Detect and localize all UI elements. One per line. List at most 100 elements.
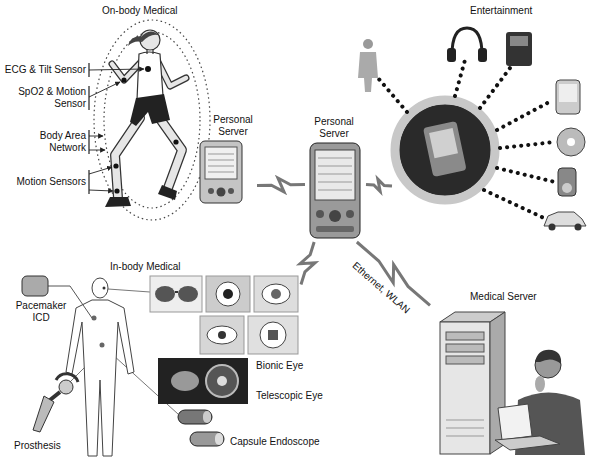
runner-figure xyxy=(158,116,182,188)
body-area-network-ring xyxy=(94,20,210,220)
entertainment-device xyxy=(510,36,528,46)
runner-figure xyxy=(158,116,182,188)
personal-server-device xyxy=(346,210,354,218)
laptop xyxy=(498,404,532,440)
capsule-endoscope xyxy=(203,411,211,423)
runner-figure xyxy=(115,118,140,198)
group-heading: Personal Server xyxy=(212,114,254,138)
entertainment-device xyxy=(557,128,585,156)
runner-figure xyxy=(105,197,131,207)
group-region: Entertainment xyxy=(392,2,593,238)
runner-figure xyxy=(140,31,160,42)
bionic-eye-picture xyxy=(150,276,298,354)
capsule-endoscope xyxy=(215,433,223,445)
bionic-eye-picture xyxy=(268,330,278,340)
personal-server-device xyxy=(318,158,352,190)
group-region: Personal Server xyxy=(305,114,366,242)
entertainment-ring xyxy=(395,100,495,200)
entertainment-device xyxy=(447,48,456,62)
leader-line xyxy=(89,190,113,191)
runner-figure xyxy=(115,118,140,198)
part-label: Prosthesis xyxy=(14,440,61,452)
runner-figure xyxy=(105,30,186,207)
leader-line xyxy=(108,289,150,292)
server-tower xyxy=(446,420,484,436)
human-outline xyxy=(92,316,97,321)
runner-figure xyxy=(145,66,151,72)
telescopic-eye-picture xyxy=(206,365,238,397)
bionic-eye-picture xyxy=(200,316,244,354)
bionic-eye-picture xyxy=(223,289,233,299)
bionic-eye-picture xyxy=(260,322,286,348)
bionic-eye-picture xyxy=(262,284,290,304)
label-holder: Capsule Endoscope xyxy=(230,436,320,448)
entertainment-device xyxy=(358,28,586,231)
runner-figure xyxy=(128,36,142,46)
label-holder: Prosthesis xyxy=(14,440,61,452)
label-holder: Pacemaker ICD xyxy=(14,300,68,324)
wireless-link xyxy=(366,179,392,191)
leader-line xyxy=(89,136,103,137)
entertainment-device xyxy=(358,52,378,92)
laptop xyxy=(495,404,560,450)
label-holder: SpO2 & Motion Sensor xyxy=(18,86,86,110)
bionic-eye-picture xyxy=(254,276,298,312)
leader-line xyxy=(89,69,144,70)
part-label: ECG & Tilt Sensor xyxy=(5,64,86,76)
part-label: Capsule Endoscope xyxy=(230,436,320,448)
entertainment-device xyxy=(558,168,576,196)
dotted-link xyxy=(378,60,555,218)
server-tower xyxy=(446,356,484,364)
entertainment-ring xyxy=(395,100,495,200)
human-outline xyxy=(92,278,108,298)
bionic-eye-picture xyxy=(248,316,298,354)
group-heading: Medical Server xyxy=(470,291,537,303)
link-label-holder: Ethernet, WLAN xyxy=(348,259,413,318)
bionic-eye-picture xyxy=(155,286,175,302)
label-holder: ECG & Tilt Sensor xyxy=(5,64,86,76)
runner-figure xyxy=(113,163,118,168)
entertainment-device xyxy=(562,183,572,193)
group-region: Medical Server xyxy=(430,288,592,462)
part-label: Bionic Eye xyxy=(256,360,303,372)
personal-server-device xyxy=(205,147,237,179)
personal-server-device xyxy=(316,226,354,232)
group-region: On-body MedicalPersonal Server xyxy=(2,2,260,240)
server-tower xyxy=(440,322,490,454)
capsule-endoscope xyxy=(178,410,224,446)
part-label: Motion Sensors xyxy=(17,176,86,188)
leader-line xyxy=(89,63,144,194)
label-holder: Telescopic Eye xyxy=(256,390,323,402)
personal-server-device xyxy=(217,188,226,197)
telescopic-eye-picture xyxy=(171,371,199,391)
entertainment-ring xyxy=(423,121,467,177)
entertainment-device xyxy=(549,224,556,231)
runner-figure xyxy=(121,77,126,82)
runner-figure xyxy=(137,52,163,100)
leader-line xyxy=(89,82,120,97)
part-label: SpO2 & Motion Sensor xyxy=(18,86,86,110)
personal-server-device xyxy=(329,210,341,222)
group-heading: Entertainment xyxy=(470,5,532,17)
server-tower xyxy=(440,312,505,454)
leader-line xyxy=(89,150,105,151)
runner-figure xyxy=(130,94,170,126)
personal-server-device xyxy=(208,188,214,194)
personal-server-device xyxy=(316,210,324,218)
bionic-eye-picture xyxy=(178,286,198,302)
prosthesis xyxy=(33,396,54,432)
bionic-eye-picture xyxy=(271,289,281,299)
leader-line xyxy=(88,63,89,194)
bionic-eye-picture xyxy=(216,282,240,306)
human-outline xyxy=(66,278,134,456)
laptop xyxy=(495,436,560,450)
entertainment-device xyxy=(544,212,586,226)
group-heading: Personal Server xyxy=(305,116,363,140)
entertainment-ring xyxy=(429,128,458,158)
personal-server-device xyxy=(208,154,234,172)
runner-figure xyxy=(114,188,119,193)
entertainment-device xyxy=(544,212,586,231)
personal-server-device xyxy=(310,143,360,238)
wireless-link xyxy=(257,178,305,192)
personal-server-device xyxy=(315,150,355,200)
